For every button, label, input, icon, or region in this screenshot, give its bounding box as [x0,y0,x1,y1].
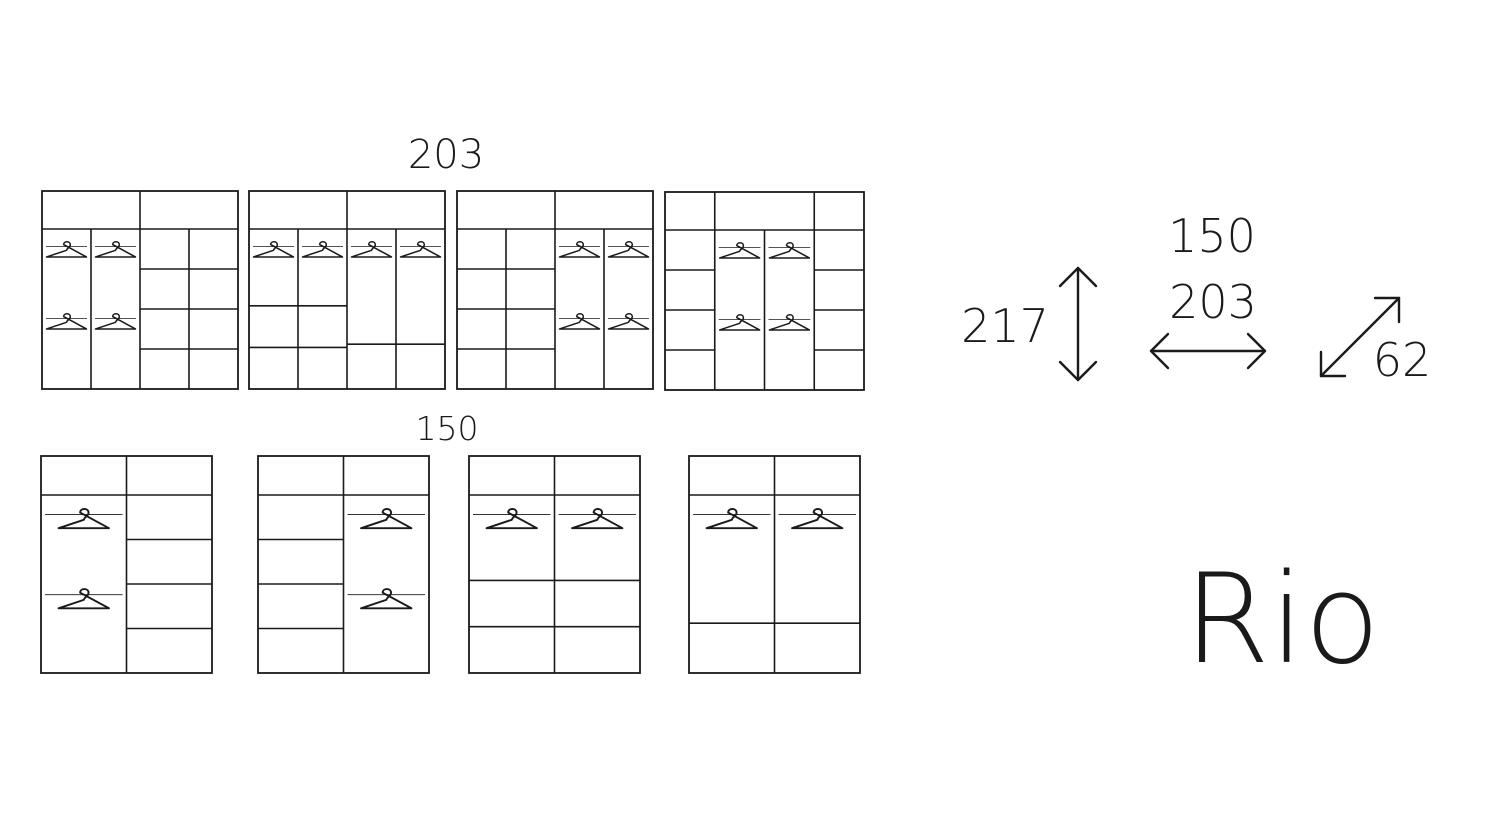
vertical-double-arrow-icon [1058,266,1098,382]
hanger-icon [558,312,601,330]
hanger-icon [45,312,88,330]
diagonal-double-arrow-icon [1319,296,1401,378]
product-name: Rio [1184,548,1380,692]
depth-value: 62 [1373,333,1432,387]
hanger-icon [718,241,761,259]
wardrobe-w203-4 [664,191,865,391]
hanger-icon [718,313,761,331]
hanger-icon [607,312,650,330]
horizontal-double-arrow-icon [1149,332,1267,370]
group-150-title: 150 [416,409,479,448]
hanger-icon [768,313,811,331]
hanger-icon [94,240,137,258]
hanger-icon [607,240,650,258]
width-value-203: 203 [1169,275,1257,329]
wardrobe-w150-2 [257,455,430,674]
wardrobe-w150-3 [468,455,641,674]
hanger-icon [705,508,758,530]
wardrobe-w203-2 [248,190,446,390]
wardrobe-w203-3 [456,190,654,390]
hanger-icon [360,508,413,530]
hanger-icon [301,240,344,258]
hanger-icon [791,508,844,530]
width-value-150: 150 [1168,209,1256,263]
hanger-icon [485,508,538,530]
wardrobe-w203-1 [41,190,239,390]
hanger-icon [57,588,110,610]
wardrobe-w150-1 [40,455,213,674]
group-203-title: 203 [408,132,484,178]
hanger-icon [350,240,393,258]
hanger-icon [399,240,442,258]
hanger-icon [571,508,624,530]
hanger-icon [57,508,110,530]
hanger-icon [252,240,295,258]
hanger-icon [768,241,811,259]
wardrobe-w150-4 [688,455,861,674]
wardrobes [40,190,865,674]
hanger-icon [558,240,601,258]
hanger-icon [94,312,137,330]
height-value: 217 [961,299,1049,353]
hanger-icon [360,588,413,610]
dimensions-panel: 217 150 203 62 [961,209,1431,387]
hanger-icon [45,240,88,258]
